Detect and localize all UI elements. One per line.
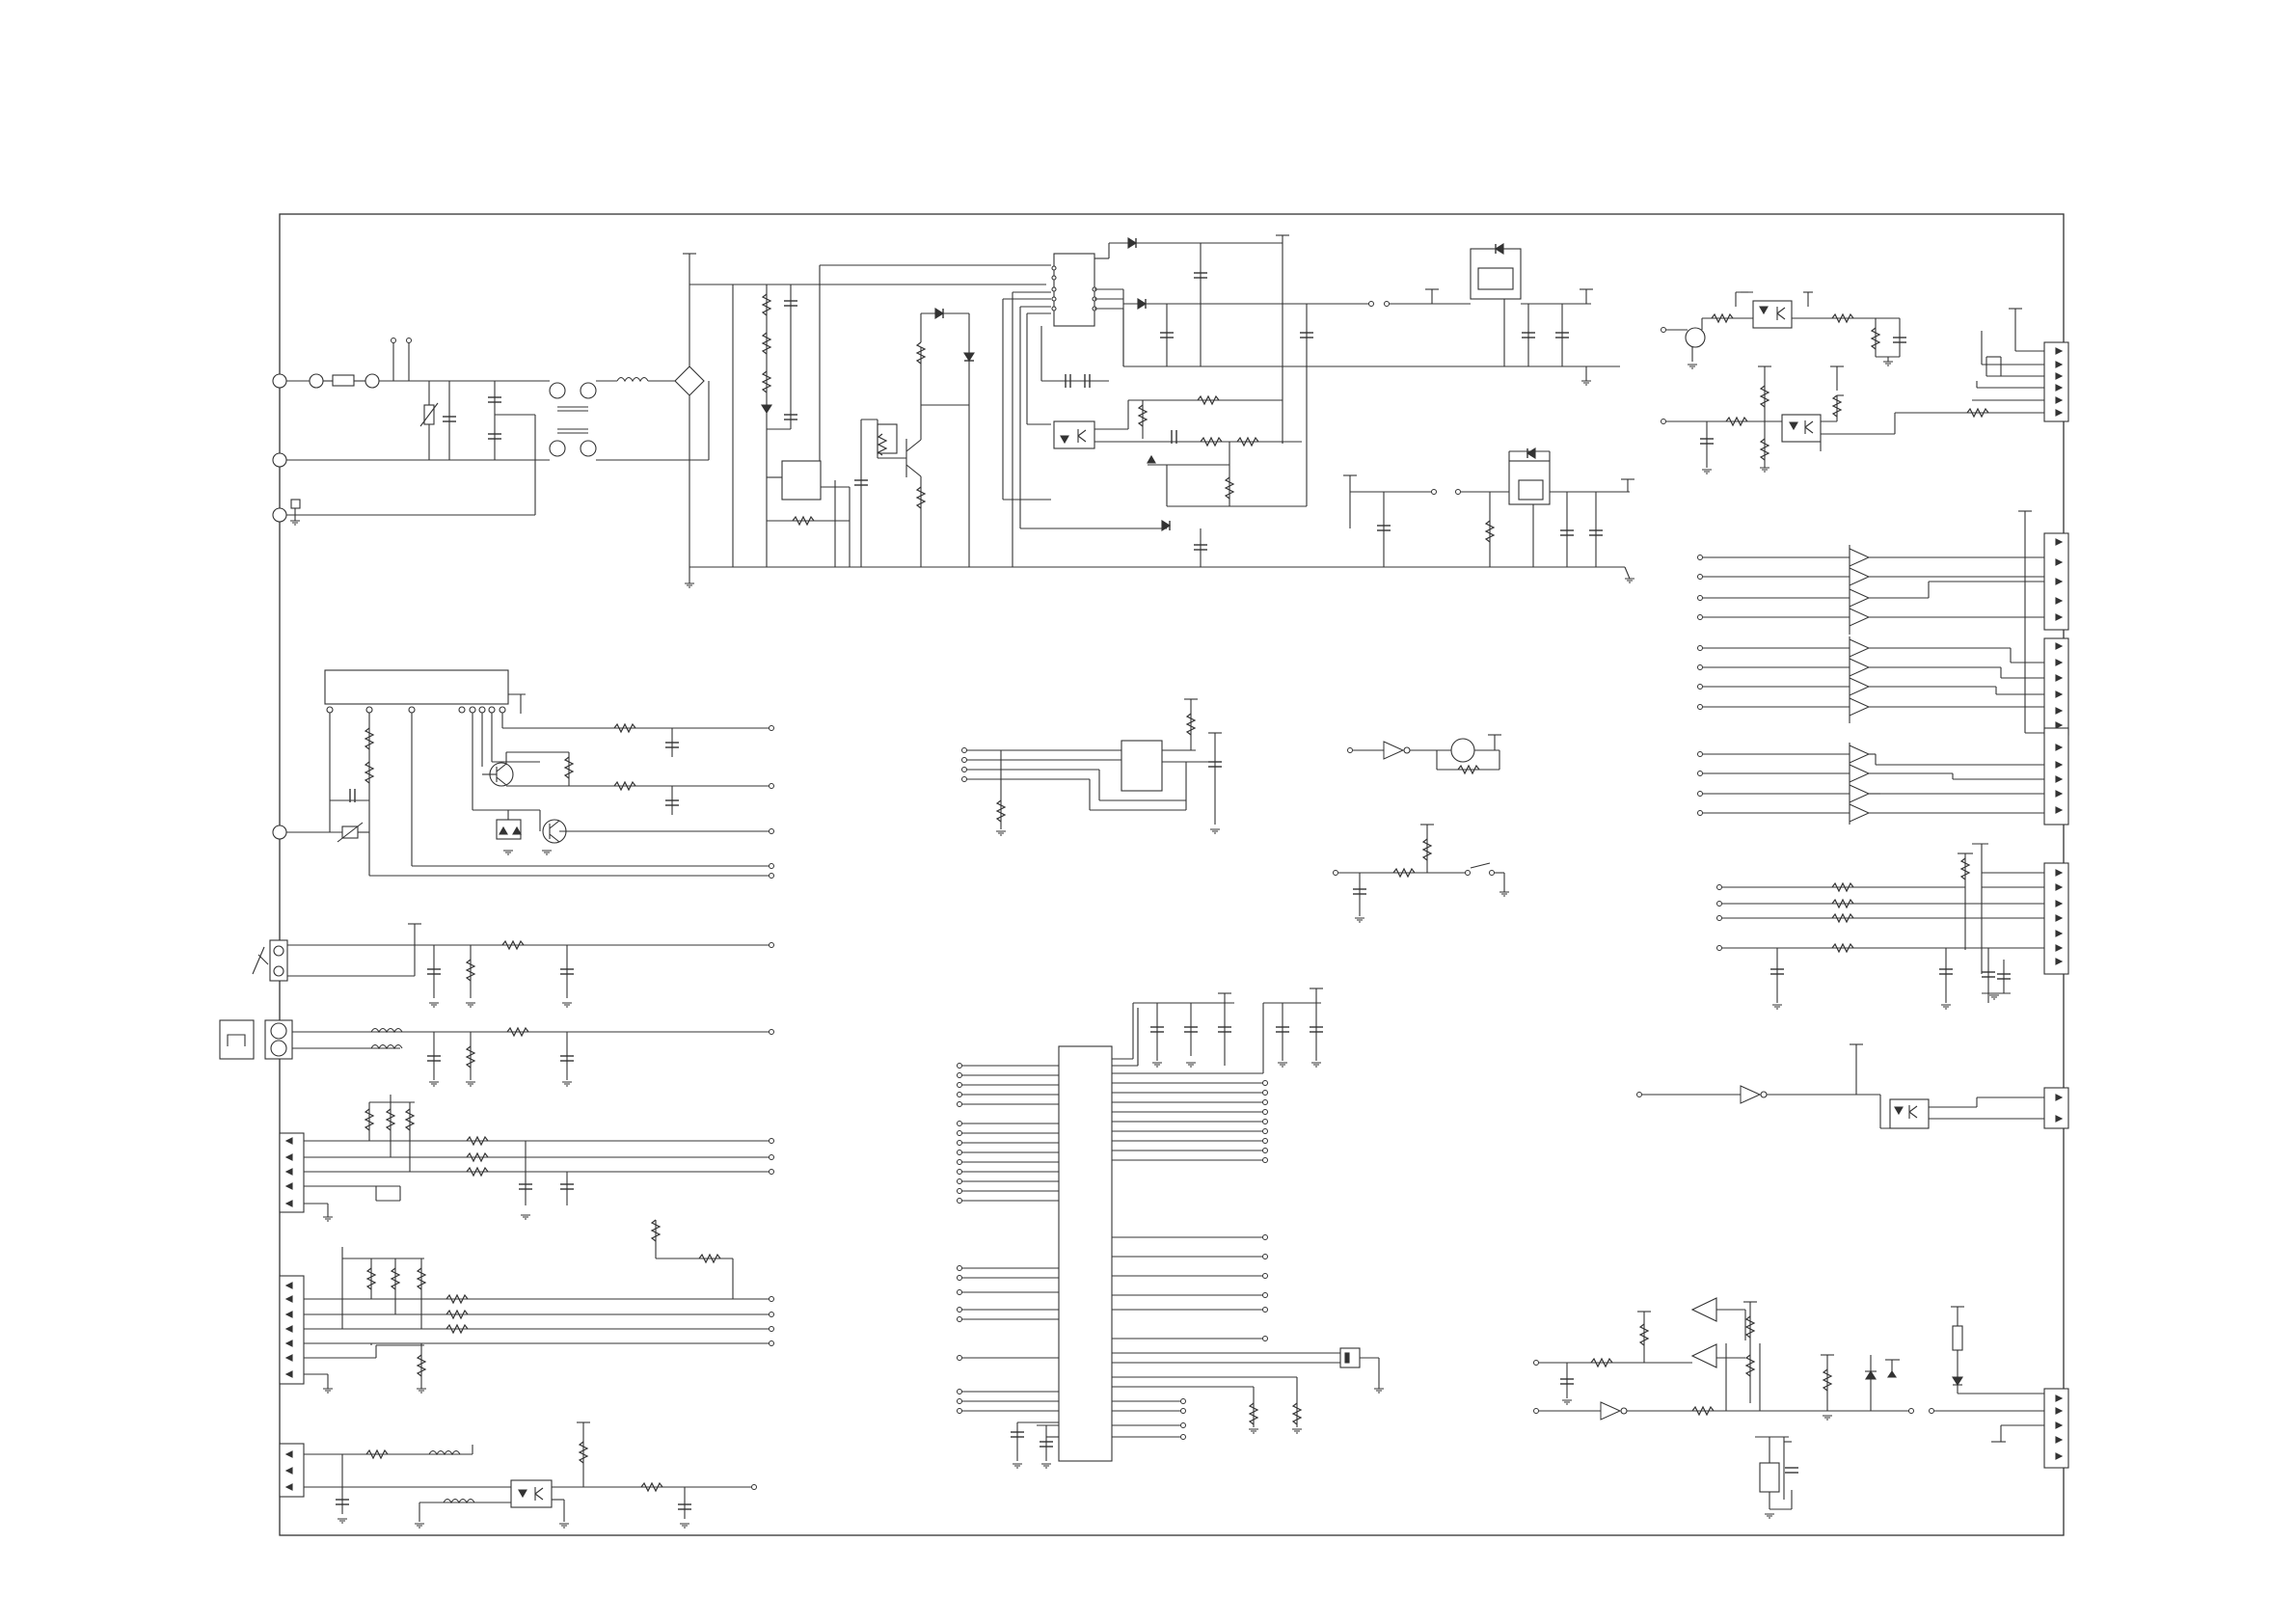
right-resistor-connector	[1717, 844, 2069, 1009]
sheet-border	[280, 214, 2064, 1535]
right-opto-output	[1637, 1044, 2069, 1128]
buffer-array-1	[1698, 511, 2069, 733]
mains-input-filter	[273, 254, 709, 839]
upper-linear-regulator	[1283, 244, 1593, 385]
buffer-array-2	[1698, 636, 2069, 735]
microcontroller	[958, 988, 1385, 1468]
optocoupler-feedback	[1054, 366, 1307, 567]
right-io-optocouplers	[1661, 292, 2069, 474]
connector-left-2	[280, 1220, 774, 1393]
switch-input	[1334, 825, 1510, 922]
connector-left-3	[280, 1422, 757, 1528]
buzzer-driver	[1348, 735, 1502, 773]
thermal-input-block	[220, 924, 774, 1086]
eeprom-block	[962, 699, 1223, 835]
lower-linear-regulator	[1343, 448, 1634, 582]
comparator-block	[1534, 1298, 2069, 1518]
connector-left-1	[280, 1095, 774, 1221]
buffer-array-3	[1698, 728, 2069, 825]
sensor-header-block	[286, 670, 774, 879]
